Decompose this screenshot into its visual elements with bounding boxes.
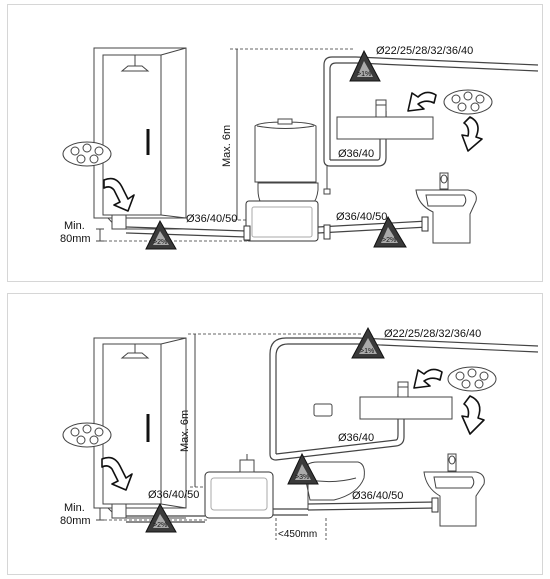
shower-head-icon bbox=[120, 344, 150, 359]
min-height-dimension: Min. 80mm bbox=[60, 502, 208, 527]
arrow-left-icon bbox=[407, 91, 437, 112]
bidet bbox=[423, 453, 485, 527]
drain-icon-right bbox=[447, 366, 497, 392]
drain-icon-right bbox=[443, 89, 493, 115]
max-height-dimension: Max. 6m bbox=[179, 333, 363, 488]
min-value: 80mm bbox=[60, 515, 91, 527]
pipe-top-label: Ø22/25/28/32/36/40 bbox=[384, 328, 481, 340]
inlet-pipes: Ø36/40/50 Ø36/40/50 bbox=[125, 211, 429, 241]
pump-unit bbox=[204, 454, 274, 519]
arrow-down-left-icon bbox=[103, 177, 135, 212]
pipe-mid-label: Ø36/40 bbox=[338, 148, 374, 160]
pipe-mid-label: Ø36/40 bbox=[338, 432, 374, 444]
min-height-dimension: Min. 80mm bbox=[60, 220, 258, 245]
pipe-left-label: Ø36/40/50 bbox=[148, 489, 199, 501]
slope-sign-left: >2% bbox=[145, 502, 177, 533]
slope-left-label: >2% bbox=[153, 522, 167, 529]
installation-diagram-wc-pump: Min. 80mm Max. 6m Ø22/25/28/32/36/40 Ø36… bbox=[7, 4, 543, 282]
toilet-with-pump bbox=[245, 118, 319, 242]
flush-button bbox=[313, 403, 333, 417]
arrow-down-icon bbox=[461, 116, 483, 152]
drain-icon-left bbox=[62, 422, 112, 448]
pipe-right-label: Ø36/40/50 bbox=[336, 211, 387, 223]
shower-cabin bbox=[93, 47, 187, 230]
discharge-pipe: Ø22/25/28/32/36/40 Ø36/40 bbox=[323, 45, 539, 195]
slope-top-label: >1% bbox=[360, 348, 374, 355]
min-label: Min. bbox=[64, 502, 85, 514]
pipe-right-label: Ø36/40/50 bbox=[352, 490, 403, 502]
pipe-left-label: Ø36/40/50 bbox=[186, 213, 237, 225]
arrow-down-icon bbox=[461, 395, 485, 435]
distance-dimension: <450mm bbox=[275, 518, 327, 540]
max-height-label: Max. 6m bbox=[221, 125, 233, 167]
arrow-left-icon bbox=[413, 368, 443, 389]
inlet-pipes: Ø36/40/50 Ø36/40/50 bbox=[126, 489, 439, 523]
washbasin bbox=[336, 99, 434, 140]
slope-sign-top: >1% bbox=[349, 49, 381, 82]
distance-label: <450mm bbox=[278, 529, 317, 540]
slope-sign-right: >2% bbox=[373, 215, 407, 248]
slope-wc-label: >3% bbox=[295, 474, 309, 481]
installation-diagram-floor-pump: Min. 80mm Max. 6m Ø22/25/28/32/36/40 Ø36… bbox=[7, 293, 543, 575]
arrow-down-left-icon bbox=[101, 456, 133, 491]
diagram-1-drawing: Min. 80mm Max. 6m Ø22/25/28/32/36/40 Ø36… bbox=[60, 45, 539, 250]
slope-sign-top: >1% bbox=[351, 326, 385, 359]
shower-head-icon bbox=[120, 55, 150, 72]
slope-sign-left: >2% bbox=[145, 219, 177, 250]
slope-top-label: >1% bbox=[357, 71, 371, 78]
discharge-pipe: Ø22/25/28/32/36/40 Ø36/40 bbox=[269, 328, 539, 461]
washbasin bbox=[359, 381, 453, 420]
slope-sign-wc: >3% bbox=[287, 452, 319, 485]
slope-right-label: >2% bbox=[382, 237, 396, 244]
min-label: Min. bbox=[64, 220, 85, 232]
bidet bbox=[415, 172, 477, 244]
diagram-2-drawing: Min. 80mm Max. 6m Ø22/25/28/32/36/40 Ø36… bbox=[60, 326, 539, 540]
shower-cabin bbox=[93, 337, 187, 519]
slope-left-label: >2% bbox=[153, 239, 167, 246]
pipe-top-label: Ø22/25/28/32/36/40 bbox=[376, 45, 473, 57]
drain-icon-left bbox=[62, 141, 112, 167]
max-height-label: Max. 6m bbox=[179, 410, 191, 452]
min-value: 80mm bbox=[60, 233, 91, 245]
